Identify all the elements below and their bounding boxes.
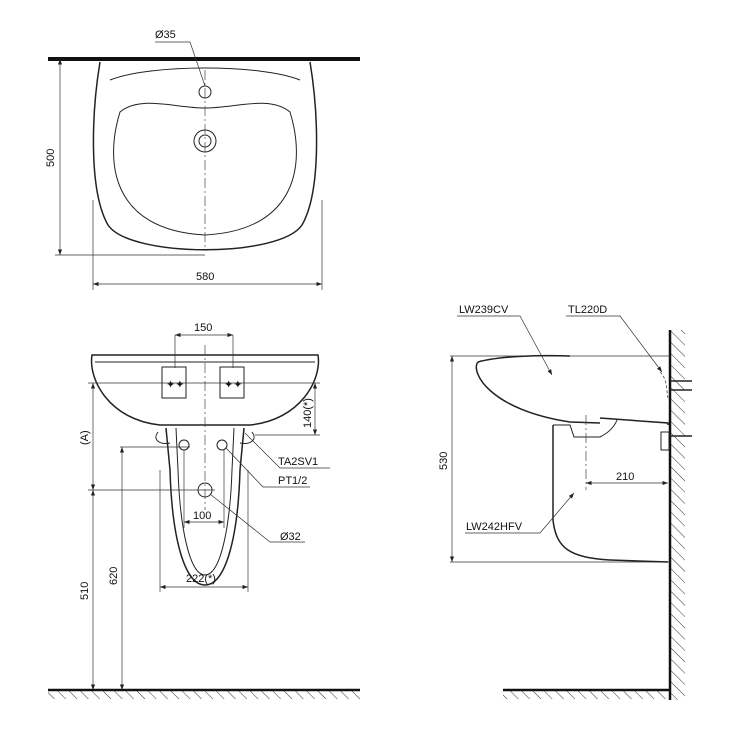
total-height-label: 530 (438, 452, 450, 470)
bracket-model-label: TA2SV1 (278, 456, 318, 468)
pedestal-model-label: LW242HFV (466, 521, 523, 533)
supply-hole-right (216, 439, 228, 451)
drain-offset-label: 210 (616, 471, 634, 483)
bracket-right (219, 366, 245, 399)
supply-hole-left (178, 439, 190, 451)
top-view: Ø35 500 580 (45, 29, 360, 290)
basin-model-label: LW239CV (459, 304, 509, 316)
bracket-offset-label: 140(*) (302, 398, 314, 428)
supply-height-label: 620 (108, 567, 120, 585)
pedestal-front (165, 427, 245, 586)
basin-side (475, 354, 669, 425)
depth-label: 500 (45, 149, 57, 167)
pedestal-width-label: 222(*) (186, 573, 216, 585)
pedestal-side (552, 425, 669, 563)
hole-diameter-label: Ø35 (155, 29, 176, 41)
basin-rim (109, 67, 301, 81)
fixing-model-label: TL220D (568, 304, 607, 316)
svg-text:✦✦: ✦✦ (166, 379, 184, 391)
supply-thread-label: PT1/2 (278, 475, 307, 487)
drain-diameter-label: Ø32 (280, 531, 301, 543)
width-label: 580 (196, 271, 214, 283)
supply-spacing-label: 100 (193, 510, 211, 522)
svg-text:✦✦: ✦✦ (224, 379, 242, 391)
front-view: ✦✦ ✦✦ 150 140(*) (A) 510 620 100 222(*) T… (48, 322, 360, 699)
drain-height-label: 510 (79, 582, 91, 600)
side-view: 530 210 LW239CV TL220D LW242HFV (438, 304, 692, 700)
basin-outline (92, 61, 318, 251)
bracket-left (161, 366, 187, 399)
basin-bowl (113, 102, 297, 236)
height-a-label: (A) (79, 430, 91, 445)
bracket-spacing-label: 150 (194, 322, 212, 334)
